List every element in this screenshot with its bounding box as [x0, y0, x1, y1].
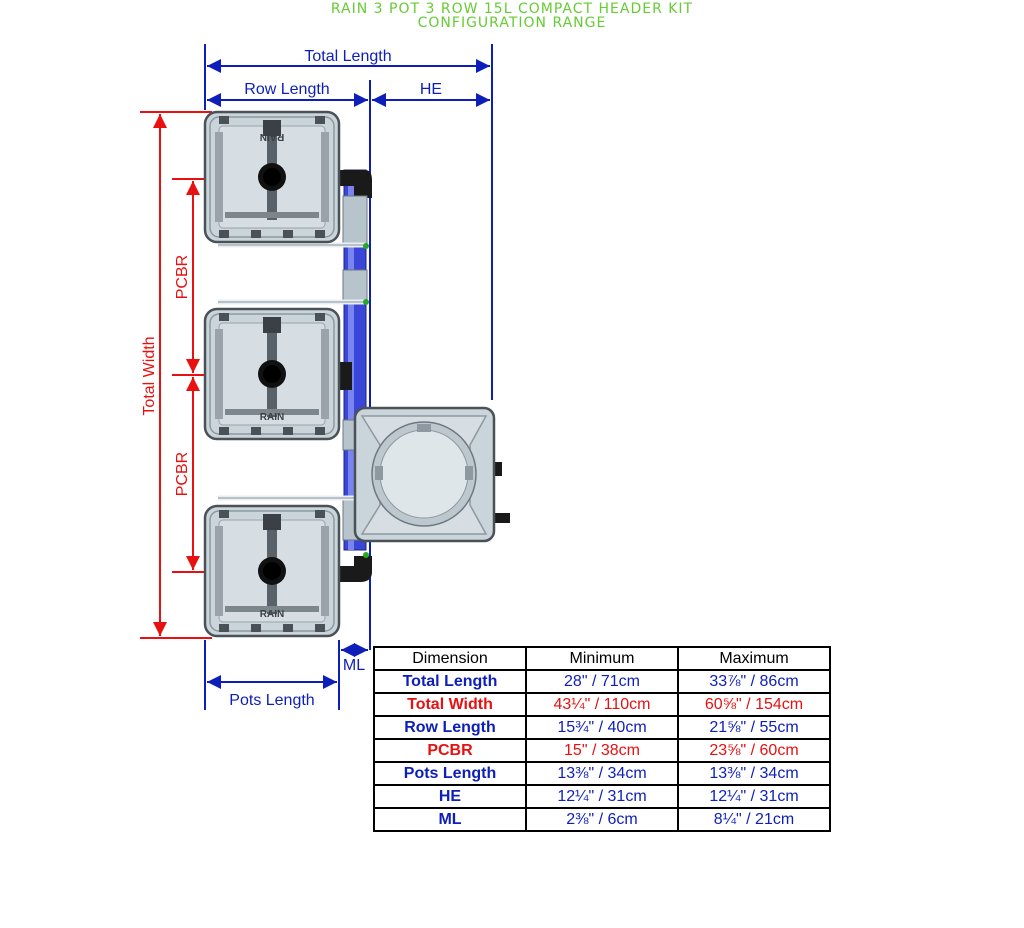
table-row: PCBR 15" / 38cm 23⅝" / 60cm	[373, 738, 831, 763]
row-dimension: Pots Length	[373, 761, 527, 786]
row-minimum: 12¼" / 31cm	[525, 784, 679, 809]
row-dimension: HE	[373, 784, 527, 809]
pot-2: RAIN	[203, 307, 341, 441]
table-row: ML 2⅜" / 6cm 8¼" / 21cm	[373, 807, 831, 832]
pot-1: RAIN	[203, 110, 341, 244]
pcbr-label-1: PCBR	[174, 255, 191, 299]
row-minimum: 2⅜" / 6cm	[525, 807, 679, 832]
table-header-dimension: Dimension	[373, 646, 527, 671]
table-row: Total Length 28" / 71cm 33⅞" / 86cm	[373, 669, 831, 694]
row-dimension: PCBR	[373, 738, 527, 763]
pot-3: RAIN	[203, 504, 341, 638]
row-minimum: 28" / 71cm	[525, 669, 679, 694]
row-maximum: 23⅝" / 60cm	[677, 738, 831, 763]
row-length-label: Row Length	[244, 81, 329, 98]
row-minimum: 43¼" / 110cm	[525, 692, 679, 717]
pcbr-label-2: PCBR	[174, 452, 191, 496]
table-row: Pots Length 13⅜" / 34cm 13⅜" / 34cm	[373, 761, 831, 786]
row-dimension: ML	[373, 807, 527, 832]
pot-3-brand: RAIN	[260, 609, 284, 620]
diagram-title: RAIN 3 POT 3 ROW 15L COMPACT HEADER KIT	[330, 1, 694, 17]
table-header-maximum: Maximum	[677, 646, 831, 671]
pot-2-brand: RAIN	[260, 412, 284, 423]
diagram-subtitle: CONFIGURATION RANGE	[417, 15, 607, 31]
row-minimum: 15" / 38cm	[525, 738, 679, 763]
top-elbow	[340, 170, 372, 198]
table-header-row: Dimension Minimum Maximum	[373, 646, 831, 671]
row-maximum: 12¼" / 31cm	[677, 784, 831, 809]
pot-1-brand: RAIN	[260, 131, 284, 142]
total-length-label: Total Length	[304, 48, 391, 65]
table-header-minimum: Minimum	[525, 646, 679, 671]
row-dimension: Total Length	[373, 669, 527, 694]
total-width-label: Total Width	[141, 336, 158, 415]
row-minimum: 13⅜" / 34cm	[525, 761, 679, 786]
table-row: HE 12¼" / 31cm 12¼" / 31cm	[373, 784, 831, 809]
row-maximum: 13⅜" / 34cm	[677, 761, 831, 786]
table-row: Total Width 43¼" / 110cm 60⅝" / 154cm	[373, 692, 831, 717]
row-minimum: 15¾" / 40cm	[525, 715, 679, 740]
he-label: HE	[420, 81, 442, 98]
row-dimension: Total Width	[373, 692, 527, 717]
bottom-elbow	[340, 556, 372, 582]
dimensions-table: Dimension Minimum Maximum Total Length 2…	[373, 646, 831, 832]
row-dimension: Row Length	[373, 715, 527, 740]
row-maximum: 33⅞" / 86cm	[677, 669, 831, 694]
row-maximum: 60⅝" / 154cm	[677, 692, 831, 717]
header-reservoir	[353, 406, 510, 543]
table-row: Row Length 15¾" / 40cm 21⅝" / 55cm	[373, 715, 831, 740]
ml-label: ML	[343, 657, 365, 674]
pots-length-label: Pots Length	[229, 692, 314, 709]
row-maximum: 8¼" / 21cm	[677, 807, 831, 832]
row-maximum: 21⅝" / 55cm	[677, 715, 831, 740]
